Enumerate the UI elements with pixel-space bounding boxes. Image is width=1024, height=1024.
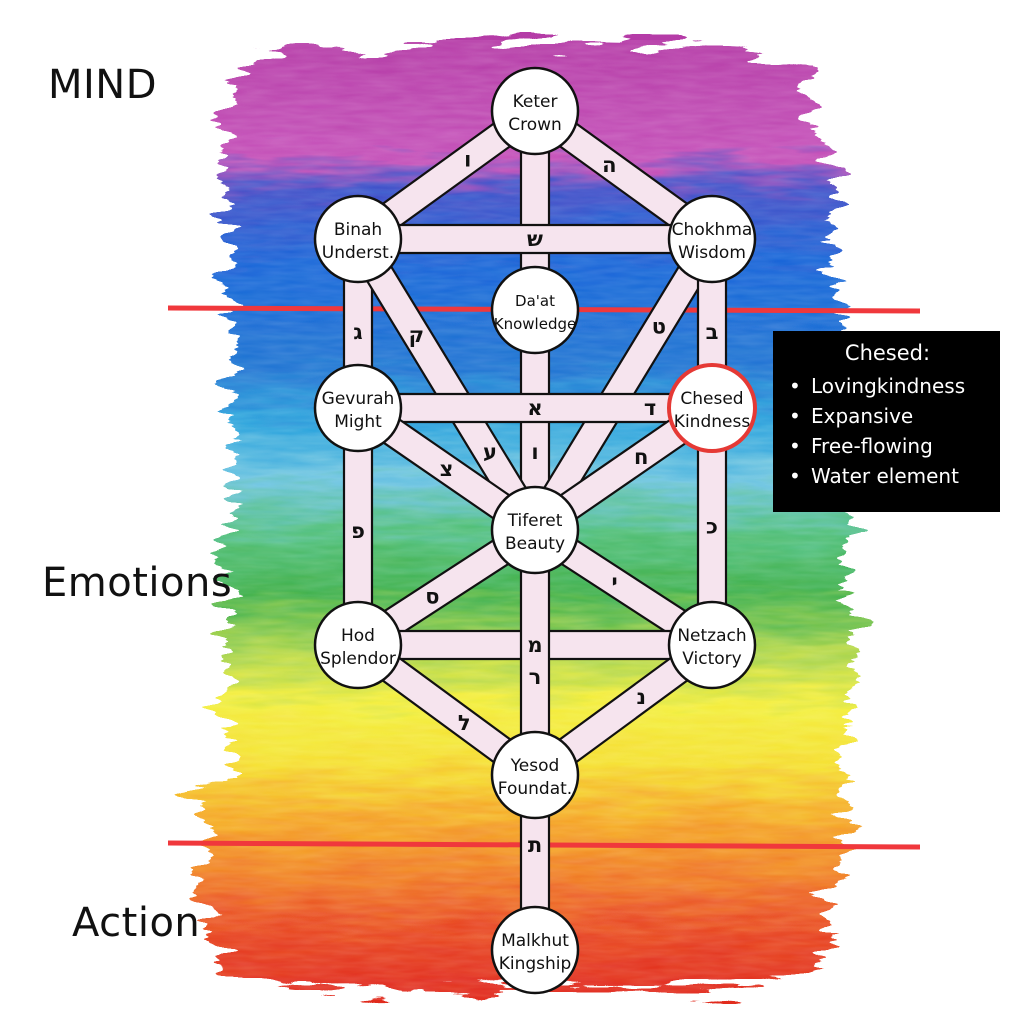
sefira-name: Hod: [341, 626, 375, 646]
letter-vav_mid: ו: [531, 440, 538, 464]
sefira-meaning: Crown: [508, 115, 562, 135]
sefira-meaning: Underst.: [322, 243, 394, 263]
sefira-circle: [490, 905, 580, 995]
sefira-circle: [667, 363, 757, 453]
letter-tav: ת: [528, 833, 542, 857]
letter-pe: פ: [351, 519, 365, 543]
sefira-name: Tiferet: [507, 511, 563, 531]
letter-gimel: ג: [353, 320, 362, 344]
sefira-name: Yesod: [510, 756, 560, 776]
sefira-circle: [490, 66, 580, 156]
section-label-emotions: Emotions: [42, 560, 233, 606]
info-item: Lovingkindness: [789, 371, 986, 401]
sefira-name: Chesed: [680, 389, 743, 409]
sefira-meaning: Might: [334, 412, 382, 432]
sefira-name: Malkhut: [501, 931, 569, 951]
sefira-circle: [667, 194, 757, 284]
letter-resh: ר: [529, 665, 542, 689]
letter-he_top: ה: [602, 153, 616, 177]
sefira-meaning: Splendor: [320, 649, 396, 669]
info-item: Expansive: [789, 401, 986, 431]
letter-tsadi: צ: [440, 457, 454, 481]
sefira-circle: [313, 194, 403, 284]
sefira-meaning: Foundat.: [498, 779, 572, 799]
section-label-action: Action: [72, 900, 201, 946]
sefira-name: Netzach: [677, 626, 746, 646]
info-item: Free-flowing: [789, 431, 986, 461]
letter-dalet: ד: [644, 396, 656, 420]
sefira-circle: [490, 265, 580, 355]
letter-samekh: ס: [425, 585, 439, 609]
letter-vav_top: ו: [464, 148, 471, 172]
section-label-mind: MIND: [48, 62, 158, 108]
sefira-name: Chokhma: [672, 220, 753, 240]
letter-bet: ב: [706, 320, 719, 344]
letter-tet: ט: [652, 314, 666, 338]
paths-layer: [342, 98, 728, 952]
sefira-circle: [667, 600, 757, 690]
sefira-meaning: Victory: [682, 649, 741, 669]
sefira-meaning: Kingship: [499, 954, 572, 974]
letter-yod: י: [612, 570, 618, 594]
sefira-meaning: Beauty: [505, 534, 565, 554]
sefira-circle: [313, 363, 403, 453]
sefira-circle: [313, 600, 403, 690]
letter-shin: ש: [527, 227, 543, 251]
sefira-meaning: Kindness: [674, 412, 751, 432]
letter-lamed: ל: [458, 711, 471, 735]
letter-ayin: ע: [483, 440, 497, 464]
sefira-circle: [490, 730, 580, 820]
letter-kaf: כ: [706, 515, 718, 539]
sefira-name: Keter: [513, 92, 558, 112]
info-title: Chesed:: [844, 341, 931, 365]
letter-alef: א: [527, 396, 542, 420]
letter-qof: ק: [409, 323, 424, 347]
info-item: Water element: [789, 461, 986, 491]
sefira-meaning: Knowledge: [494, 315, 576, 333]
letters-layer: ו ה ש ג ק ט ב א צ ח פ כ ס י מר ל נ ת ד ע ו: [351, 148, 718, 857]
sefira-circle: [490, 485, 580, 575]
sefira-name: Da'at: [515, 292, 555, 310]
info-list: Lovingkindness Expansive Free-flowing Wa…: [789, 371, 986, 491]
letter-nun: נ: [636, 685, 646, 709]
sefira-name: Gevurah: [322, 389, 395, 409]
letter-mem: מ: [527, 633, 542, 657]
sefira-meaning: Wisdom: [678, 243, 746, 263]
sefira-name: Binah: [334, 220, 382, 240]
letter-het: ח: [634, 445, 648, 469]
chesed-info-box: Chesed: Lovingkindness Expansive Free-fl…: [773, 331, 1000, 512]
